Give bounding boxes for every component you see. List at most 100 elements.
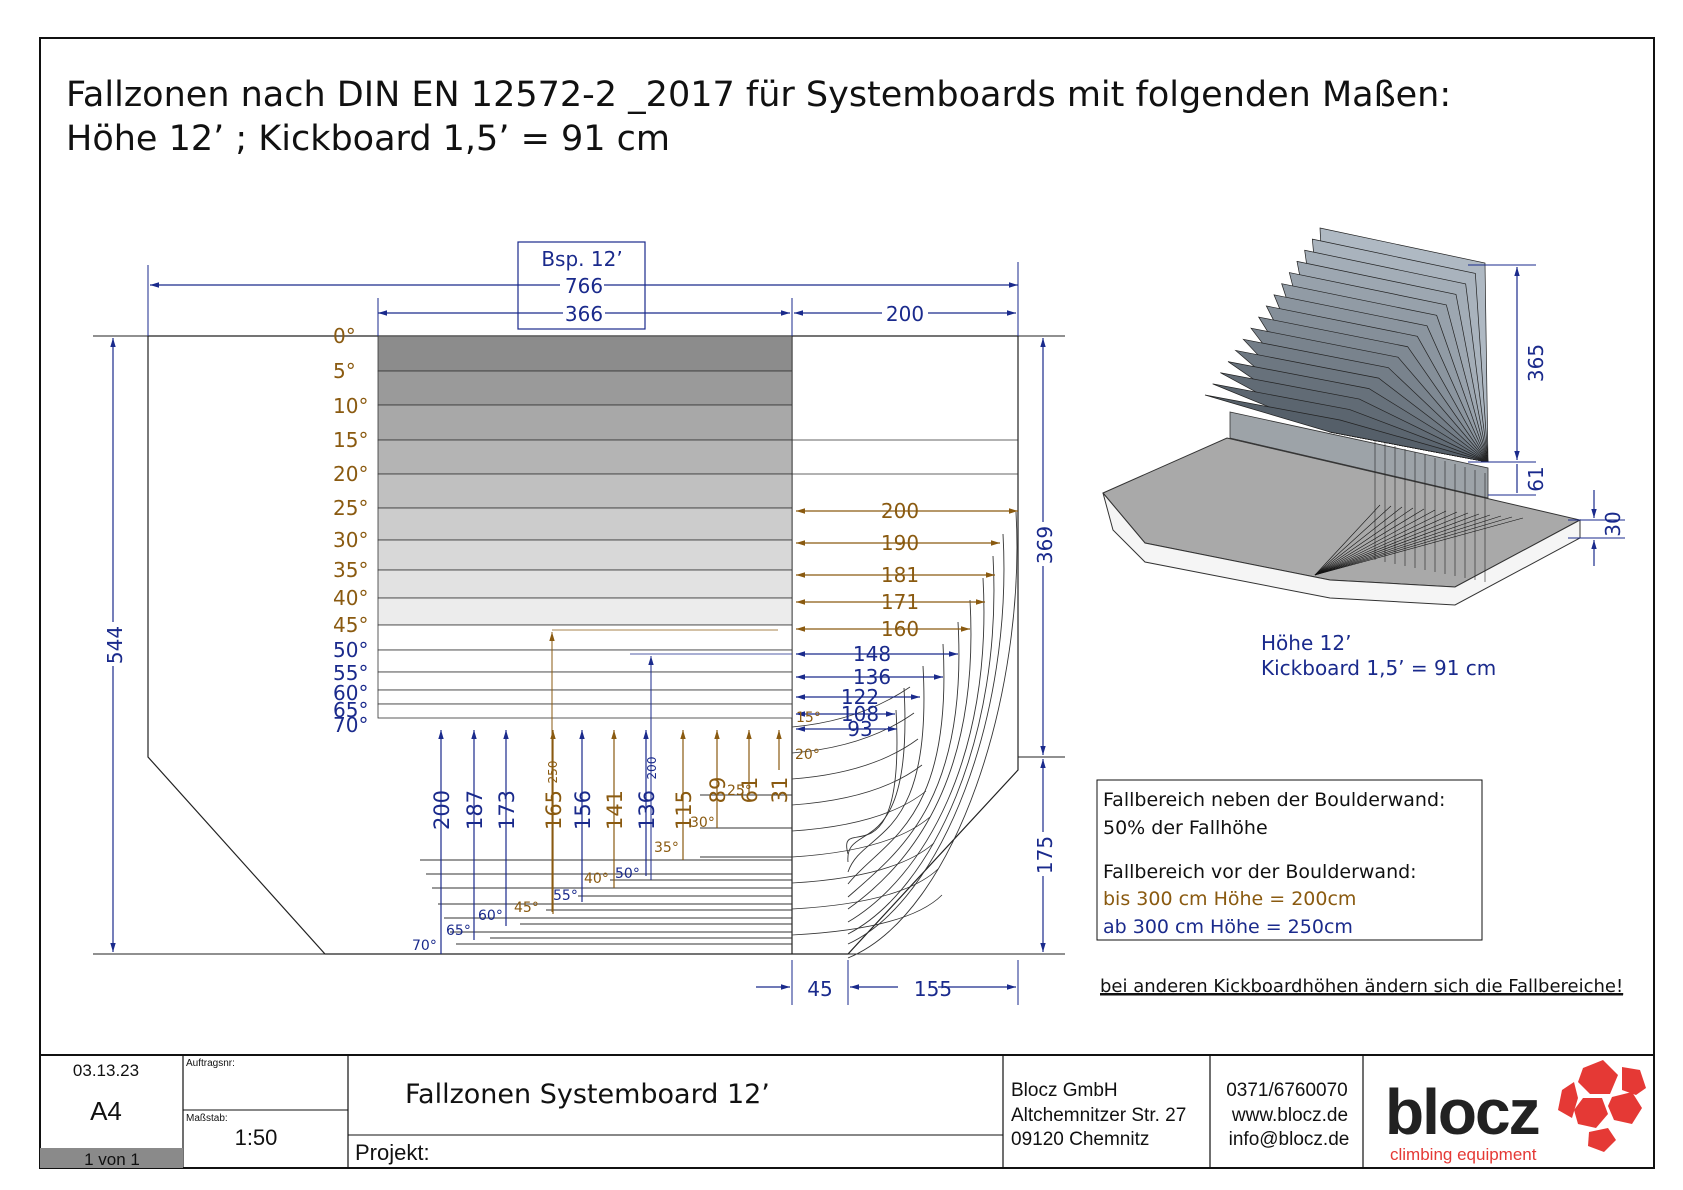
iso-floor-ray (1314, 513, 1480, 576)
angle-label: 60° (333, 681, 368, 705)
angle-label: 40° (333, 586, 368, 610)
side-fall-curve (847, 599, 972, 910)
info-box: Fallbereich neben der Boulderwand: 50% d… (1096, 779, 1483, 941)
side-zone-curve (791, 816, 931, 858)
scale-value: 1:50 (235, 1125, 278, 1150)
angle-label: 65° (333, 698, 368, 722)
iso-view: 365 61 30 Höhe 12’ Kickboard 1,5’ = 91 c… (1102, 227, 1625, 680)
side-fall-curve (847, 665, 925, 873)
info-front-high: ab 300 cm Höhe = 250cm (1103, 916, 1353, 938)
iso-dim-height-label: 365 (1524, 344, 1548, 382)
angle-label: 35° (333, 558, 368, 582)
front-angle-label: 25° (727, 783, 752, 799)
info-side-heading: Fallbereich neben der Boulderwand: (1103, 789, 1445, 811)
drawing-heading-line1: Fallzonen nach DIN EN 12572-2 _2017 für … (66, 75, 1451, 115)
page-count: 1 von 1 (84, 1150, 140, 1169)
side-zone-curve (791, 868, 939, 910)
kickboard-note: bei anderen Kickboardhöhen ändern sich d… (1100, 976, 1623, 997)
iso-floor-ray (1314, 515, 1502, 576)
project-label: Projekt: (355, 1140, 430, 1165)
side-fall-curve (847, 533, 1005, 945)
dim-side-label: 200 (886, 302, 924, 326)
angle-band (377, 335, 793, 372)
side-zone-curve (791, 894, 943, 936)
iso-caption-height: Höhe 12’ (1261, 631, 1351, 655)
angle-label: 25° (333, 496, 368, 520)
angle-label: 0° (333, 324, 356, 348)
dim-bottom-small-label: 45 (807, 977, 832, 1001)
front-dim-label: 136 (635, 790, 659, 830)
side-fall-curve (847, 687, 906, 863)
angle-label: 30° (333, 528, 368, 552)
iso-floor-ray (1314, 517, 1524, 576)
angle-band (377, 703, 793, 719)
side-dim-label: 190 (881, 531, 919, 555)
company-phone: 0371/6760070 (1226, 1080, 1348, 1101)
angle-label: 70° (333, 713, 368, 737)
dim-left-label: 544 (103, 626, 127, 664)
angle-band (377, 439, 793, 475)
iso-floor-ray (1314, 505, 1392, 576)
angle-band (377, 507, 793, 541)
front-angle-label: 35° (654, 840, 679, 856)
company-email: info@blocz.de (1229, 1129, 1350, 1150)
front-angle-label: 30° (690, 815, 715, 831)
front-angle-label: 40° (584, 871, 609, 887)
front-dim-label: 141 (603, 790, 627, 830)
front-angle-label: 50° (615, 866, 640, 882)
front-dim-label: 156 (571, 790, 595, 830)
logo-subtitle: climbing equipment (1390, 1145, 1537, 1164)
company-city: 09120 Chemnitz (1011, 1129, 1149, 1150)
order-number-label: Auftragsnr: (186, 1058, 235, 1069)
iso-floor-ray (1314, 510, 1447, 576)
angle-band (377, 689, 793, 705)
logo-hold-icon (1558, 1060, 1646, 1152)
side-fall-curve (847, 621, 960, 898)
angle-label: 50° (333, 638, 368, 662)
side-fall-curve (847, 511, 1018, 959)
side-zone-curve (791, 790, 927, 832)
dim-right-bottom-label: 175 (1033, 836, 1057, 874)
angle-band (377, 624, 793, 651)
side-fall-curve (847, 643, 945, 885)
iso-floor-ray (1314, 504, 1381, 576)
side-dim-label: 93 (847, 717, 872, 741)
front-dim-250-label: 250 (546, 761, 560, 784)
side-fall-curves (791, 511, 1018, 959)
side-dim-label: 148 (853, 642, 891, 666)
paper-format: A4 (90, 1096, 122, 1126)
iso-floor-ray (1314, 507, 1414, 576)
side-dim-label: 171 (881, 590, 919, 614)
iso-floor-ray (1314, 511, 1458, 576)
example-box-label: Bsp. 12’ (541, 247, 622, 271)
iso-floor-ray (1314, 516, 1513, 576)
info-front-low: bis 300 cm Höhe = 200cm (1103, 888, 1356, 910)
angle-label: 5° (333, 359, 356, 383)
angle-band (377, 539, 793, 571)
angle-label: 45° (333, 613, 368, 637)
dim-right-top-label: 369 (1033, 526, 1057, 564)
iso-dim-kick-label: 61 (1524, 466, 1548, 491)
logo-wordmark: blocz (1385, 1076, 1539, 1148)
front-angle-label: 65° (446, 923, 471, 939)
side-fall-curve (847, 577, 985, 923)
pages-bar (40, 1148, 183, 1168)
angle-band (377, 569, 793, 599)
side-zone-curve (791, 712, 915, 754)
side-fall-curve (847, 555, 995, 935)
front-dim-label: 173 (495, 790, 519, 830)
iso-floor-ray (1314, 509, 1436, 576)
angle-label: 20° (333, 462, 368, 486)
front-dim-label: 115 (672, 790, 696, 830)
blocz-logo: blocz climbing equipment (1385, 1060, 1646, 1164)
front-angle-label: 20° (795, 747, 820, 763)
front-dim-label: 200 (430, 790, 454, 830)
angle-band (377, 671, 793, 691)
front-zone-lines (420, 794, 792, 945)
front-angle-label: 60° (478, 908, 503, 924)
dim-bottom-large-label: 155 (914, 977, 952, 1001)
side-dim-label: 160 (881, 617, 919, 641)
front-dim-label: 187 (463, 790, 487, 830)
